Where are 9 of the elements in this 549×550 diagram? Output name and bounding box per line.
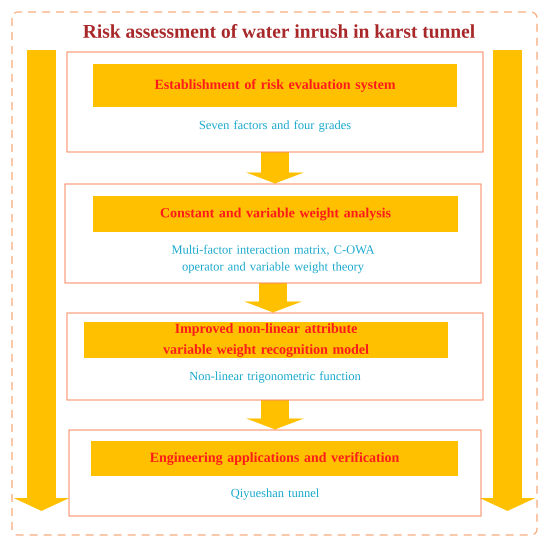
block-arrow	[246, 152, 304, 184]
heading-band: Engineering applications and verification	[91, 441, 458, 476]
block-arrow	[246, 400, 304, 430]
heading-band: Constant and variable weight analysis	[93, 196, 458, 232]
block-arrow	[244, 284, 302, 312]
dashed-frame	[11, 11, 538, 536]
heading-band: Improved non-linear attribute variable weight recognition model	[84, 322, 448, 358]
heading-band: Establishment of risk evaluation system	[93, 64, 457, 107]
title: Risk assessment of water inrush in karst tunnel	[83, 24, 475, 38]
